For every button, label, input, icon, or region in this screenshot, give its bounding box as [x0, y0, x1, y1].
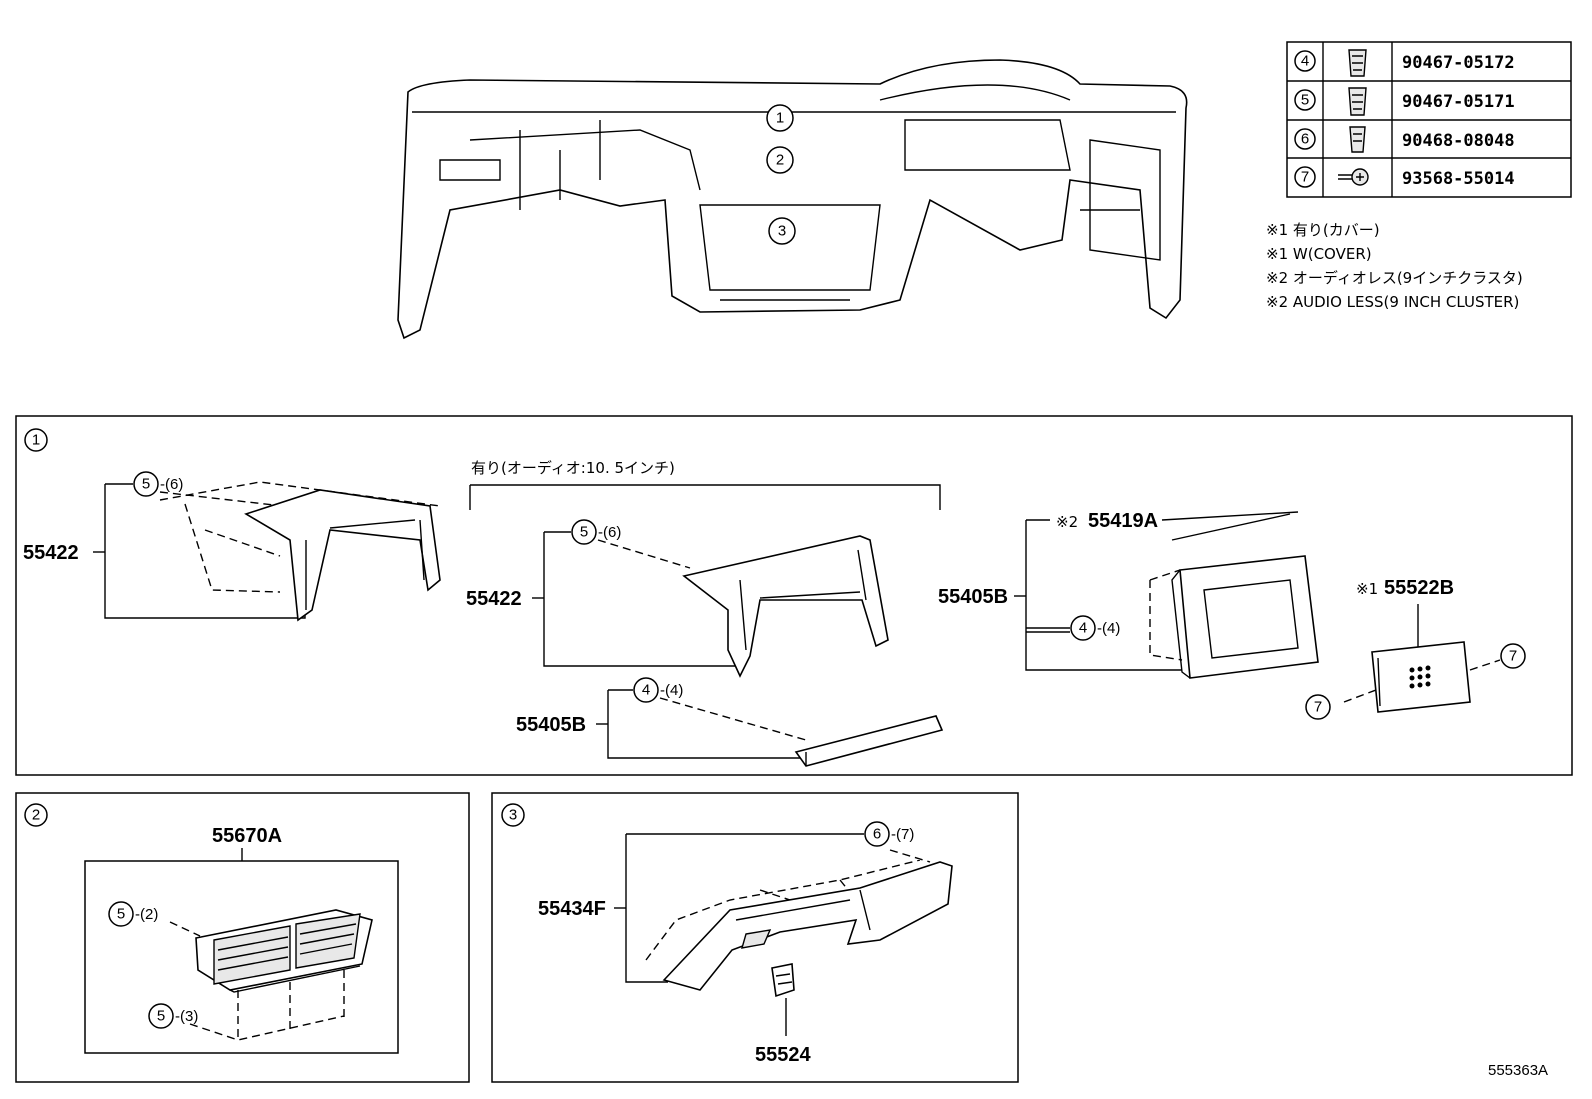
svg-text:5: 5 — [117, 906, 125, 923]
fastener-callout-5-left[interactable]: 5 — [133, 471, 159, 497]
svg-text:※1 W(COVER): ※1 W(COVER) — [1266, 245, 1372, 263]
display-panel-assembly: ※2 55419A 55405B 4 -(4) — [938, 510, 1319, 679]
svg-text:-(2): -(2) — [135, 906, 158, 923]
fastener-row-5: 5 90467-05171 — [1294, 87, 1515, 116]
svg-text:-(6): -(6) — [598, 524, 621, 541]
overview-callout-1[interactable]: 1 — [766, 104, 794, 132]
part-label-55422-left[interactable]: 55422 — [23, 542, 79, 564]
part-label-55522B[interactable]: 55522B — [1384, 577, 1454, 599]
svg-text:※2: ※2 — [1056, 513, 1078, 531]
part-label-55434F[interactable]: 55434F — [538, 898, 606, 920]
svg-text:※1: ※1 — [1356, 580, 1378, 598]
svg-text:3: 3 — [778, 223, 786, 240]
svg-text:1: 1 — [32, 432, 40, 449]
cover-assembly: ※1 55522B 7 7 — [1305, 577, 1526, 720]
fastener-callout-5-upper[interactable]: 5 — [108, 901, 134, 927]
clip-icon — [1349, 126, 1366, 153]
svg-text:-(3): -(3) — [175, 1008, 198, 1025]
panel-1-ref[interactable]: 1 — [24, 428, 48, 452]
svg-text:3: 3 — [509, 807, 517, 824]
overview-callout-3[interactable]: 3 — [768, 217, 796, 245]
svg-text:5: 5 — [580, 524, 588, 541]
svg-text:2: 2 — [776, 152, 784, 169]
svg-text:※2 オーディオレス(9インチクラスタ): ※2 オーディオレス(9インチクラスタ) — [1266, 269, 1523, 287]
audio-option-bracket: 有り(オーディオ:10. 5インチ) — [469, 459, 941, 510]
fastener-callout-5-lower[interactable]: 5 — [148, 1003, 174, 1029]
fastener-row-7: 7 93568-55014 — [1294, 166, 1515, 189]
svg-text:2: 2 — [32, 807, 40, 824]
svg-text:5: 5 — [142, 476, 150, 493]
button-grid-icon — [1409, 665, 1431, 689]
dashboard-overview-drawing — [397, 59, 1188, 340]
fastener-table: 4 90467-05172 5 90467-05171 6 90468-0804 — [1286, 41, 1572, 198]
mid-garnish-assembly: 55405B 4 -(4) — [516, 677, 944, 767]
svg-text:7: 7 — [1509, 648, 1517, 665]
overview-callout-2[interactable]: 2 — [766, 146, 794, 174]
part-label-55419A[interactable]: 55419A — [1088, 510, 1158, 532]
fastener-callout-4-right[interactable]: 4 — [1070, 615, 1096, 641]
fastener-callout-5-mid[interactable]: 5 — [571, 519, 597, 545]
svg-text:7: 7 — [1314, 699, 1322, 716]
svg-text:4: 4 — [1301, 53, 1309, 70]
svg-text:90467-05171: 90467-05171 — [1402, 92, 1515, 112]
svg-text:1: 1 — [776, 110, 784, 127]
left-upper-panel-assembly: 55422 5 -(6) — [23, 471, 441, 622]
svg-text:有り(オーディオ:10. 5インチ): 有り(オーディオ:10. 5インチ) — [471, 459, 675, 477]
panel-2: 2 55670A 5 -(2) 5 -(3) — [15, 792, 470, 1083]
panel-1: 1 55422 5 -(6) 有り(オーディオ:10. 5インチ) — [15, 415, 1573, 776]
fastener-callout-7-left[interactable]: 7 — [1305, 694, 1331, 720]
center-vent-drawing — [195, 909, 373, 993]
fastener-callout-7-right[interactable]: 7 — [1500, 643, 1526, 669]
svg-text:93568-55014: 93568-55014 — [1402, 169, 1515, 189]
fastener-row-6: 6 90468-08048 — [1294, 126, 1515, 153]
part-label-55524[interactable]: 55524 — [755, 1044, 811, 1066]
panel-3: 3 55434F 6 -(7) 55524 — [491, 792, 1019, 1083]
svg-text:6: 6 — [873, 826, 881, 843]
clip-icon — [1348, 49, 1367, 77]
svg-text:5: 5 — [1301, 92, 1309, 109]
svg-text:-(7): -(7) — [891, 826, 914, 843]
part-label-55670A[interactable]: 55670A — [212, 825, 282, 847]
svg-text:7: 7 — [1301, 169, 1309, 186]
figure-id: 555363A — [1488, 1062, 1548, 1079]
lower-panel-drawing — [662, 861, 953, 991]
screw-icon — [1338, 168, 1369, 186]
small-clip-55524-drawing — [771, 963, 795, 998]
svg-text:90467-05172: 90467-05172 — [1402, 53, 1515, 73]
clip-icon — [1348, 87, 1367, 116]
part-label-55422-mid[interactable]: 55422 — [466, 588, 522, 610]
part-label-55405B-right[interactable]: 55405B — [938, 586, 1008, 608]
part-label-55405B-mid[interactable]: 55405B — [516, 714, 586, 736]
notes-block: ※1 有り(カバー) ※1 W(COVER) ※2 オーディオレス(9インチクラ… — [1266, 221, 1523, 311]
svg-text:4: 4 — [642, 682, 650, 699]
fastener-callout-6[interactable]: 6 — [864, 821, 890, 847]
fastener-callout-4-mid[interactable]: 4 — [633, 677, 659, 703]
svg-text:90468-08048: 90468-08048 — [1402, 131, 1515, 151]
mid-upper-panel-assembly: 55422 5 -(6) — [466, 519, 889, 678]
svg-text:※1 有り(カバー): ※1 有り(カバー) — [1266, 221, 1380, 239]
fastener-row-4: 4 90467-05172 — [1294, 49, 1515, 77]
svg-text:※2 AUDIO LESS(9 INCH CLUSTER): ※2 AUDIO LESS(9 INCH CLUSTER) — [1266, 293, 1519, 311]
svg-text:-(6): -(6) — [160, 476, 183, 493]
svg-text:4: 4 — [1079, 620, 1087, 637]
svg-text:5: 5 — [157, 1008, 165, 1025]
svg-text:6: 6 — [1301, 131, 1309, 148]
svg-text:-(4): -(4) — [1097, 620, 1120, 637]
panel-3-ref[interactable]: 3 — [501, 803, 525, 827]
svg-text:-(4): -(4) — [660, 682, 683, 699]
panel-2-ref[interactable]: 2 — [24, 803, 48, 827]
